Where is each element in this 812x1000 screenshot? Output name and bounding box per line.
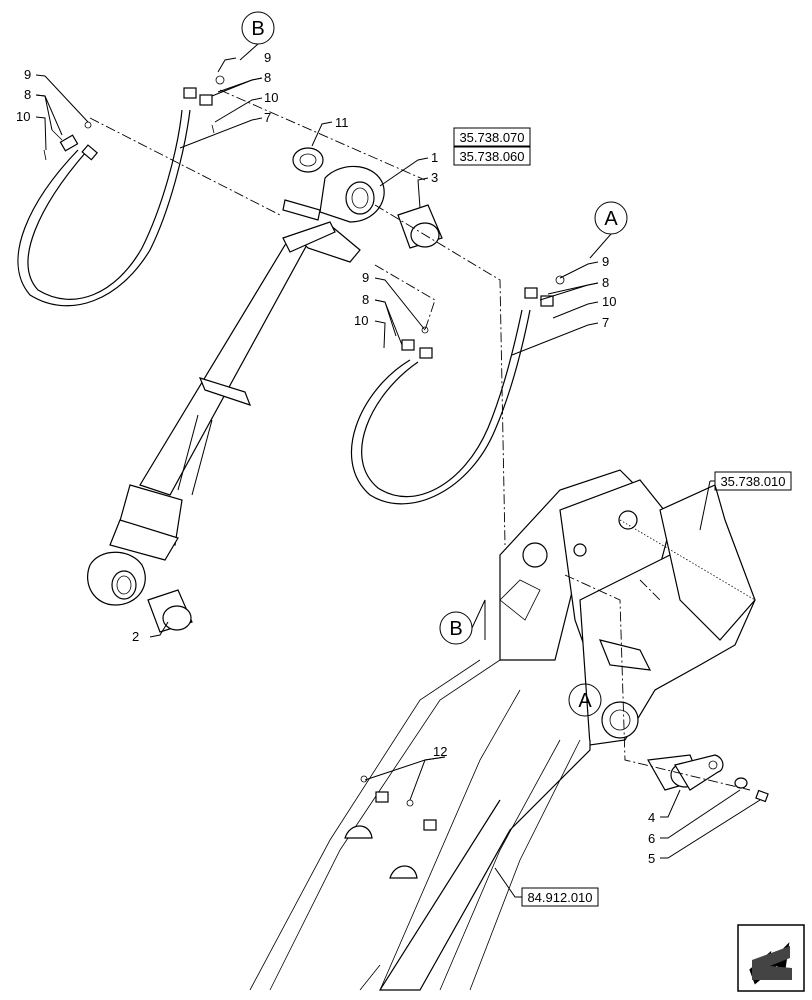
bushing-3: [397, 204, 443, 249]
label-4: 4: [648, 810, 655, 825]
ref-070-label: 35.738.070: [459, 130, 524, 145]
label-9-left-b: 9: [24, 67, 31, 82]
label-9-top-b: 9: [264, 50, 271, 65]
pin-assembly: [647, 754, 769, 803]
hydraulic-cylinder: [87, 165, 385, 606]
ref-912-label: 84.912.010: [527, 890, 592, 905]
label-9-mid-a: 9: [362, 270, 369, 285]
label-3: 3: [431, 170, 438, 185]
label-11: 11: [335, 115, 349, 130]
label-8-left-b: 8: [24, 87, 31, 102]
label-10-right-a: 10: [602, 294, 616, 309]
callout-b-top-label: B: [251, 18, 264, 40]
ref-box-912: 84.912.010: [494, 867, 599, 907]
callout-b-boom-label: B: [449, 618, 462, 640]
label-6: 6: [648, 831, 655, 846]
callout-a-boom-label: A: [578, 690, 592, 712]
label-10-mid-a: 10: [354, 313, 368, 328]
back-arrow-icon[interactable]: [737, 924, 805, 992]
connection-lines: [89, 89, 756, 791]
ref-060-label: 35.738.060: [459, 149, 524, 164]
callout-a-boom: A: [568, 683, 602, 717]
ref-box-010: 35.738.010: [699, 471, 792, 531]
callout-a-right: A: [589, 201, 628, 259]
part-number-labels: 9 8 10 7 9 8 10 11 1 3 2 9 8 10 7 9 8 10…: [16, 50, 655, 866]
label-8-right-a: 8: [602, 275, 609, 290]
label-8-mid-a: 8: [362, 292, 369, 307]
label-7-top-b: 7: [264, 110, 271, 125]
leader-lines: [35, 57, 761, 859]
bushing-2: [147, 589, 193, 633]
label-12: 12: [433, 744, 447, 759]
ref-box-070: 35.738.070: [453, 127, 531, 147]
label-10-left-b: 10: [16, 109, 30, 124]
label-5: 5: [648, 851, 655, 866]
hose-left: [17, 87, 213, 307]
boom-structure: [249, 469, 756, 991]
washer-11: [292, 147, 324, 173]
label-9-right-a: 9: [602, 254, 609, 269]
hose-right: [351, 275, 565, 505]
label-7-right-a: 7: [602, 315, 609, 330]
ref-box-060: 35.738.060: [453, 146, 531, 166]
callout-b-boom: B: [439, 599, 486, 645]
label-2: 2: [132, 629, 139, 644]
label-1: 1: [431, 150, 438, 165]
label-8-top-b: 8: [264, 70, 271, 85]
label-10-top-b: 10: [264, 90, 278, 105]
callout-b-top: B: [239, 11, 275, 61]
callout-a-right-label: A: [604, 208, 618, 230]
ref-010-label: 35.738.010: [720, 474, 785, 489]
